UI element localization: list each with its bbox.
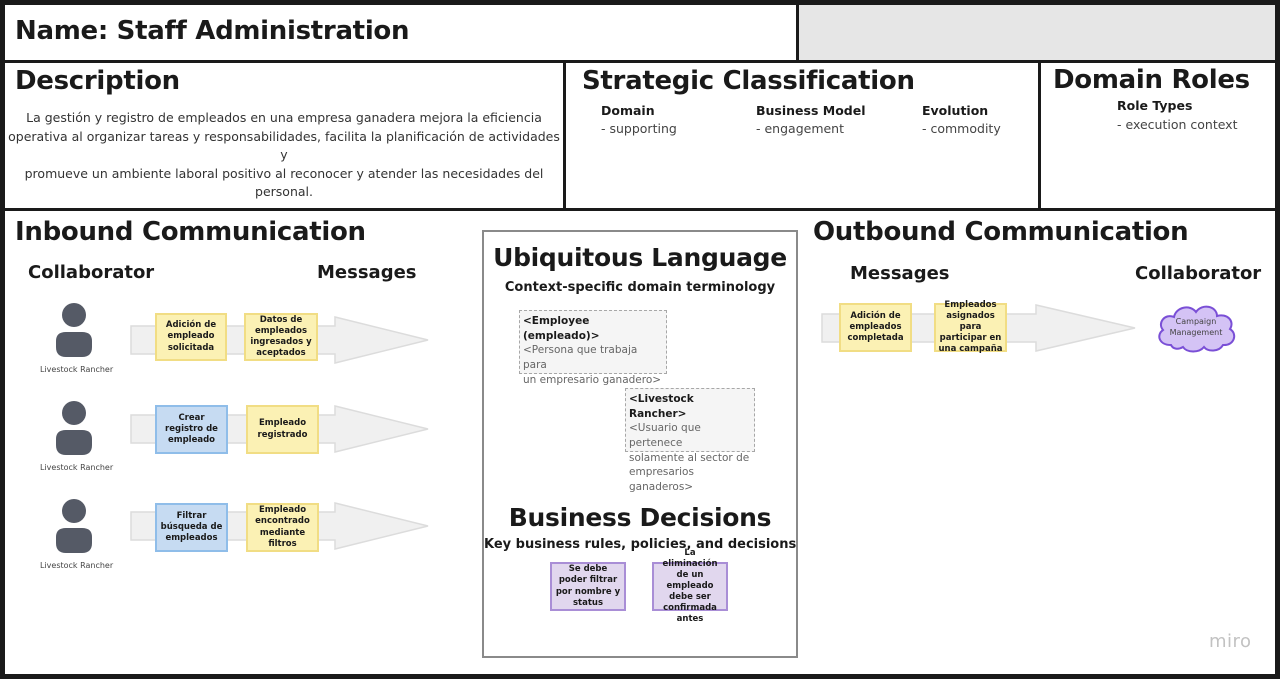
- term-definition: solamente al sector de: [629, 451, 750, 464]
- inbound-heading: Inbound Communication: [15, 217, 366, 247]
- strategic-business-model-label: Business Model: [756, 103, 866, 118]
- business-heading: Business Decisions: [508, 503, 772, 532]
- outbound-messages-label: Messages: [850, 263, 950, 284]
- business-rule-sticky: Se debe poder filtrar por nombre y statu…: [550, 562, 626, 611]
- name-title: Name: Staff Administration: [15, 16, 410, 46]
- outbound-collaborator-label: Collaborator: [1135, 263, 1262, 284]
- term-definition: un empresario ganadero>: [523, 373, 662, 386]
- strategic-evolution-value: - commodity: [922, 121, 1001, 136]
- description-line: promueve un ambiente laboral positivo al…: [24, 165, 544, 181]
- person-icon: [56, 303, 92, 357]
- collaborator-label: Livestock Rancher: [40, 463, 114, 472]
- description-text: La gestión y registro de empleados en un…: [5, 109, 563, 202]
- ubiquitous-subheading: Context-specific domain terminology: [504, 280, 776, 295]
- description-line: operativa al organizar tareas y responsa…: [8, 128, 560, 163]
- strategic-heading: Strategic Classification: [582, 66, 915, 96]
- business-rule-sticky: La eliminación de un empleado debe ser c…: [652, 548, 728, 624]
- description-heading: Description: [15, 66, 180, 96]
- strategic-panel: Strategic Classification Domain - suppor…: [566, 63, 1038, 208]
- command-sticky: Filtrar búsqueda de empleados: [155, 503, 228, 552]
- term-card: <Employee (empleado)> <Persona que traba…: [519, 310, 667, 386]
- term-definition: <Persona que trabaja para: [523, 344, 638, 372]
- role-types-label: Role Types: [1117, 98, 1193, 113]
- communication-panel: Inbound Communication Collaborator Messa…: [5, 211, 1275, 674]
- inbound-messages-label: Messages: [317, 262, 417, 283]
- event-sticky: Datos de empleados ingresados y aceptado…: [244, 313, 318, 361]
- description-line: La gestión y registro de empleados en un…: [26, 110, 542, 125]
- term-name: <Livestock Rancher>: [629, 393, 694, 420]
- person-icon: [56, 499, 92, 553]
- command-sticky: Crear registro de empleado: [155, 405, 228, 454]
- outbound-collaborator-name: Campaign Management: [1169, 317, 1223, 337]
- cloud-icon: [1158, 305, 1236, 353]
- event-sticky: Empleado encontrado mediante filtros: [246, 503, 319, 552]
- term-card: <Livestock Rancher> <Usuario que pertene…: [625, 388, 755, 493]
- term-definition: empresarios ganaderos>: [629, 466, 694, 494]
- term-name: <Employee (empleado)>: [523, 315, 600, 342]
- description-line: personal.: [255, 184, 313, 199]
- collaborator-label: Livestock Rancher: [40, 365, 114, 374]
- command-sticky: Adición de empleado solicitada: [155, 313, 227, 361]
- term-definition: <Usuario que pertenece: [629, 422, 701, 450]
- description-panel: Description La gestión y registro de emp…: [5, 63, 563, 208]
- miro-watermark: miro: [1209, 631, 1252, 652]
- outbound-message-sticky: Empleados asignados para participar en u…: [934, 300, 1007, 354]
- ubiquitous-heading: Ubiquitous Language: [493, 243, 787, 272]
- business-subheading: Key business rules, policies, and decisi…: [484, 537, 797, 552]
- language-decisions-box: Ubiquitous Language Context-specific dom…: [482, 230, 798, 658]
- person-icon: [56, 401, 92, 455]
- strategic-business-model-value: - engagement: [756, 121, 845, 136]
- collaborator-label: Livestock Rancher: [40, 561, 114, 570]
- domain-roles-panel: Domain Roles Role Types - execution cont…: [1041, 63, 1275, 208]
- inbound-collaborator-label: Collaborator: [28, 262, 155, 283]
- name-panel: Name: Staff Administration: [5, 5, 796, 60]
- role-types-value: - execution context: [1117, 117, 1238, 132]
- outbound-heading: Outbound Communication: [813, 217, 1189, 247]
- event-sticky: Empleado registrado: [246, 405, 319, 454]
- strategic-evolution-label: Evolution: [922, 103, 989, 118]
- header-blank-panel: [799, 5, 1275, 60]
- outbound-message-sticky: Adición de empleados completada: [839, 303, 912, 352]
- strategic-domain-label: Domain: [601, 103, 655, 118]
- strategic-domain-value: - supporting: [601, 121, 677, 136]
- domain-roles-heading: Domain Roles: [1053, 65, 1250, 95]
